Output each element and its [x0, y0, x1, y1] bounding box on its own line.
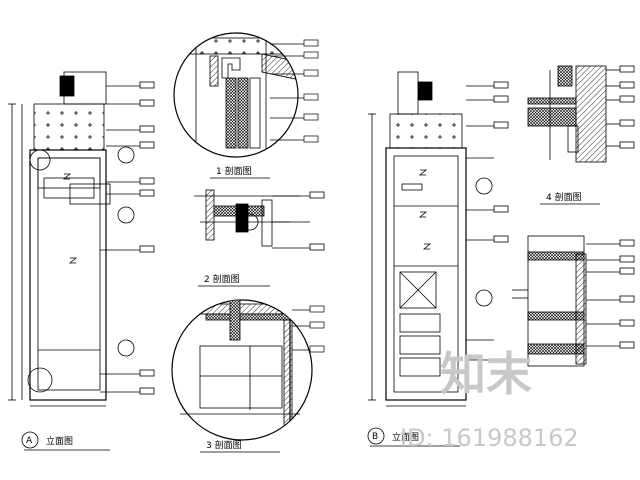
section-2-detail [194, 189, 325, 251]
elevation-a [8, 71, 155, 407]
watermark-brand: 知末 [440, 347, 532, 401]
section-3-detail [171, 299, 325, 441]
watermark: 知末 ID: 161988162 [400, 347, 579, 452]
section-5-detail [512, 235, 635, 367]
view-titles: A 立面图 B 立面图 1 剖面图 2 剖面图 3 剖面图 4 剖面图 [21, 165, 600, 453]
view-b-title: 立面图 [392, 431, 419, 443]
watermark-id: ID: 161988162 [400, 424, 579, 452]
section-2-title: 2 剖面图 [204, 273, 240, 285]
section-1-title: 1 剖面图 [216, 165, 252, 177]
elevation-b [368, 71, 509, 407]
section-3-title: 3 剖面图 [206, 439, 242, 451]
section-4-title: 4 剖面图 [546, 191, 582, 203]
view-a-number: A [26, 436, 33, 446]
section-4-detail [527, 65, 635, 163]
view-a-title: 立面图 [46, 435, 73, 447]
view-b-number: B [372, 432, 378, 442]
section-1-detail [173, 32, 319, 158]
